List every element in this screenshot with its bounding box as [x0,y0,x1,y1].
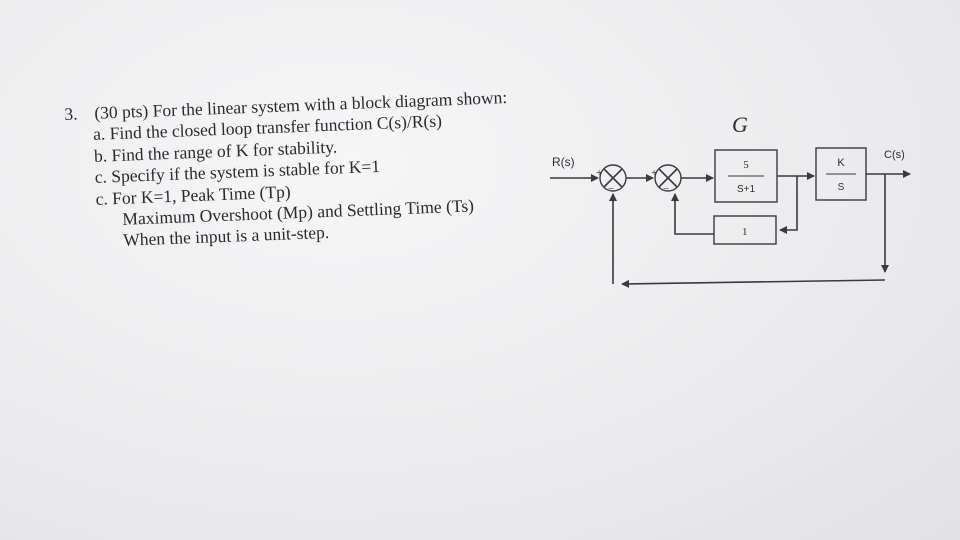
block1-numerator: 5 [743,159,749,171]
sum2-minus-sign: − [663,183,669,195]
block-k-over-s: K S [815,147,867,201]
feedback-block-1: 1 [713,215,777,245]
outer-feedback-bottom [621,279,886,288]
sum1-minus-sign: − [608,183,614,195]
summing-junction-2: + − [651,164,682,195]
block2-numerator: K [837,157,845,169]
sum1-plus-sign: + [596,167,602,179]
inner-feedback-pickoff [779,176,798,234]
block2-denominator: S [838,182,845,193]
inner-feedback-return [671,193,714,235]
sum2-plus-sign: + [651,167,657,179]
block1-denominator: S+1 [737,184,756,195]
feedback-block-value: 1 [742,226,748,238]
output-label: C(s) [884,149,905,161]
handwritten-mark: G [732,112,748,137]
input-label: R(s) [552,155,575,169]
summing-junction-1: + − [596,164,627,195]
block-5-over-s-plus-1: 5 S+1 [714,149,778,203]
